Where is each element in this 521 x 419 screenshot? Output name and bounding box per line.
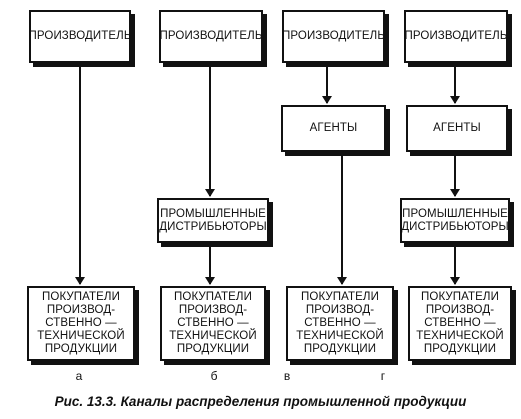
column-letter-v: в: [283, 369, 291, 383]
producer-box-a: ПРОИЗВОДИТЕЛЬ: [29, 10, 131, 63]
column-letter-b: б: [210, 369, 218, 383]
distributors-box-b: ПРОМЫШЛЕННЫЕ ДИСТРИБЬЮТОРЫ: [157, 198, 269, 243]
buyers-box-g: ПОКУПАТЕЛИ ПРОИЗВОД- СТВЕННО — ТЕХНИЧЕСК…: [408, 286, 512, 361]
agents-box-g: АГЕНТЫ: [406, 105, 508, 152]
buyers-box-a: ПОКУПАТЕЛИ ПРОИЗВОД- СТВЕННО — ТЕХНИЧЕСК…: [27, 286, 135, 361]
distributors-box-g: ПРОМЫШЛЕННЫЕ ДИСТРИБЬЮТОРЫ: [400, 198, 510, 243]
producer-box-b: ПРОИЗВОДИТЕЛЬ: [159, 10, 263, 63]
producer-box-v: ПРОИЗВОДИТЕЛЬ: [282, 10, 385, 63]
figure-caption: Рис. 13.3. Каналы распределения промышле…: [54, 394, 467, 409]
column-letter-g: г: [380, 369, 386, 383]
buyers-box-v: ПОКУПАТЕЛИ ПРОИЗВОД- СТВЕННО — ТЕХНИЧЕСК…: [286, 286, 394, 361]
column-letter-a: а: [75, 369, 83, 383]
buyers-box-b: ПОКУПАТЕЛИ ПРОИЗВОД- СТВЕННО — ТЕХНИЧЕСК…: [160, 286, 266, 361]
producer-box-g: ПРОИЗВОДИТЕЛЬ: [404, 10, 508, 63]
agents-box-v: АГЕНТЫ: [281, 105, 386, 152]
